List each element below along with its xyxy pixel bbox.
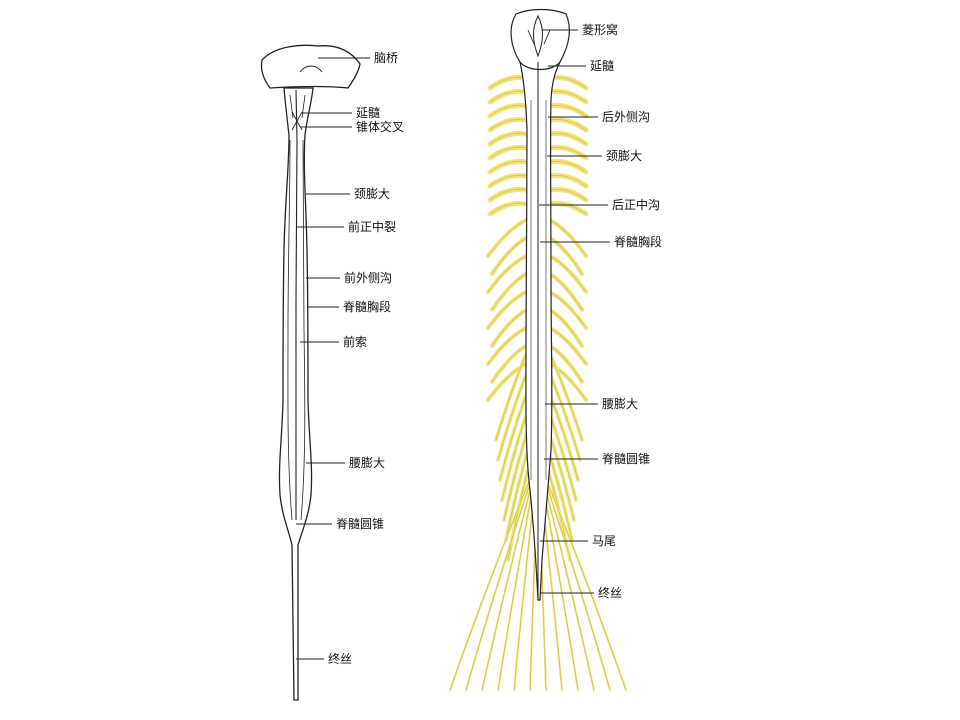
label-pyramidal-decussation: 锥体交叉 <box>356 120 404 134</box>
label-medulla-anterior: 延髓 <box>356 106 380 120</box>
label-anterolateral-sulcus: 前外侧沟 <box>344 271 392 285</box>
label-lumbar-enlargement-anterior: 腰膨大 <box>349 456 385 470</box>
label-pons: 脑桥 <box>374 51 398 65</box>
label-lumbar-enlargement-posterior: 腰膨大 <box>602 397 638 411</box>
label-thoracic-segment-posterior: 脊髓胸段 <box>614 235 662 249</box>
rhomboid-fossa-shape <box>511 10 569 70</box>
label-posterolateral-sulcus: 后外侧沟 <box>602 110 650 124</box>
anterior-view <box>261 45 360 700</box>
label-posterior-median-sulcus: 后正中沟 <box>612 198 660 212</box>
label-rhomboid-fossa: 菱形窝 <box>582 23 618 37</box>
label-filum-terminale-anterior: 终丝 <box>328 652 352 666</box>
label-cervical-enlargement-anterior: 颈膨大 <box>354 187 390 201</box>
nerve-root-thoracic-left <box>488 220 526 256</box>
label-conus-medullaris-posterior: 脊髓圆锥 <box>602 452 650 466</box>
label-anterior-median-fissure: 前正中裂 <box>348 220 396 234</box>
pons-shape <box>261 45 360 88</box>
cauda-equina-strand <box>545 480 610 690</box>
label-medulla-posterior: 延髓 <box>590 59 614 73</box>
cauda-equina-strand <box>466 480 531 690</box>
nerve-root-thoracic-right <box>550 220 586 256</box>
label-filum-terminale-posterior: 终丝 <box>598 586 622 600</box>
label-thoracic-segment-anterior: 脊髓胸段 <box>343 300 391 314</box>
label-conus-medullaris-anterior: 脊髓圆锥 <box>336 517 384 531</box>
label-anterior-funiculus: 前索 <box>343 335 367 349</box>
label-cervical-enlargement-posterior: 颈膨大 <box>606 149 642 163</box>
label-cauda-equina: 马尾 <box>592 534 616 548</box>
